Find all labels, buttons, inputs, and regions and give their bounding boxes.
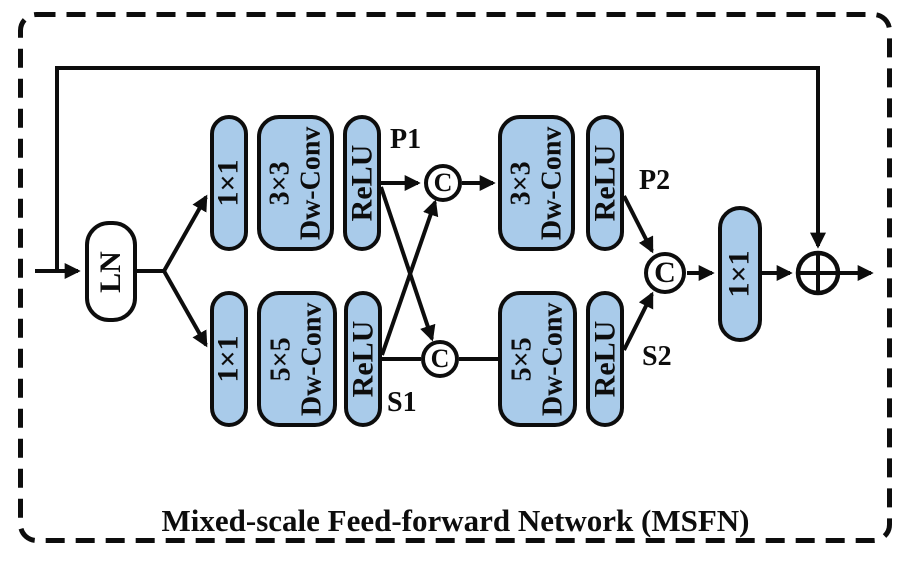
dwconv3x3-second-label: 3×3 Dw-Conv bbox=[505, 126, 568, 240]
dwconv5x5-first-kernel: 5×5 bbox=[265, 337, 297, 381]
dwconv5x5-second-type: Dw-Conv bbox=[537, 302, 569, 416]
relu-bottom-second-label: ReLU bbox=[588, 320, 621, 398]
relu-top-first-label: ReLU bbox=[345, 144, 378, 222]
p1-to-concat-bottom-arrow bbox=[379, 186, 436, 342]
edge-label-p2: P2 bbox=[639, 165, 671, 196]
conv1x1-bottom-first-block: 1×1 bbox=[210, 291, 248, 427]
conv1x1-final-label: 1×1 bbox=[723, 250, 757, 298]
dwconv3x3-second-kernel: 3×3 bbox=[505, 161, 537, 205]
edge-label-s1: S1 bbox=[387, 387, 417, 418]
add-icon bbox=[795, 250, 841, 296]
branch-to-top-conv-arrow bbox=[162, 194, 208, 272]
relu-top-second-label: ReLU bbox=[588, 144, 621, 222]
edge-label-s2: S2 bbox=[642, 341, 672, 372]
layernorm-block: LN bbox=[85, 221, 137, 322]
dwconv3x3-first-kernel: 3×3 bbox=[264, 161, 296, 205]
relu-bottom-second-block: ReLU bbox=[586, 291, 624, 427]
conv1x1-top-first-block: 1×1 bbox=[210, 115, 248, 251]
dwconv5x5-second-block: 5×5 Dw-Conv bbox=[498, 291, 577, 427]
s2-to-concat-final-arrow bbox=[622, 291, 654, 351]
conv1x1-bottom-first-label: 1×1 bbox=[212, 335, 246, 383]
concat-node-final-label: C bbox=[654, 256, 676, 289]
dwconv3x3-second-block: 3×3 Dw-Conv bbox=[498, 115, 575, 251]
concat-node-top: C bbox=[424, 164, 462, 202]
figure-title: Mixed-scale Feed-forward Network (MSFN) bbox=[161, 503, 750, 538]
skip-connection-line bbox=[55, 66, 826, 271]
conv1x1-final-block: 1×1 bbox=[718, 206, 762, 342]
p2-to-concat-final-arrow bbox=[622, 195, 654, 254]
concat-node-final: C bbox=[644, 252, 686, 294]
dwconv5x5-first-label: 5×5 Dw-Conv bbox=[266, 302, 329, 416]
concat-node-bottom: C bbox=[421, 340, 459, 378]
dwconv3x3-first-type: Dw-Conv bbox=[295, 126, 327, 240]
layernorm-label: LN bbox=[94, 250, 127, 293]
relu-bottom-first-label: ReLU bbox=[346, 320, 379, 398]
dwconv3x3-second-type: Dw-Conv bbox=[536, 126, 568, 240]
dwconv5x5-second-kernel: 5×5 bbox=[506, 337, 538, 381]
relu-top-first-block: ReLU bbox=[343, 115, 381, 251]
relu-top-second-block: ReLU bbox=[586, 115, 624, 251]
concat-node-top-label: C bbox=[433, 168, 453, 197]
dwconv3x3-first-label: 3×3 Dw-Conv bbox=[264, 126, 327, 240]
edge-label-p1: P1 bbox=[390, 124, 422, 155]
concat-node-bottom-label: C bbox=[430, 344, 450, 373]
dwconv3x3-first-block: 3×3 Dw-Conv bbox=[257, 115, 334, 251]
s1-to-concat-top-arrow bbox=[380, 199, 439, 356]
relu-bottom-first-block: ReLU bbox=[344, 291, 382, 427]
conv1x1-top-first-label: 1×1 bbox=[212, 159, 246, 207]
dwconv5x5-first-block: 5×5 Dw-Conv bbox=[257, 291, 337, 427]
dwconv5x5-first-type: Dw-Conv bbox=[297, 302, 328, 416]
branch-to-bottom-conv-arrow bbox=[162, 270, 208, 348]
dwconv5x5-second-label: 5×5 Dw-Conv bbox=[506, 302, 569, 416]
